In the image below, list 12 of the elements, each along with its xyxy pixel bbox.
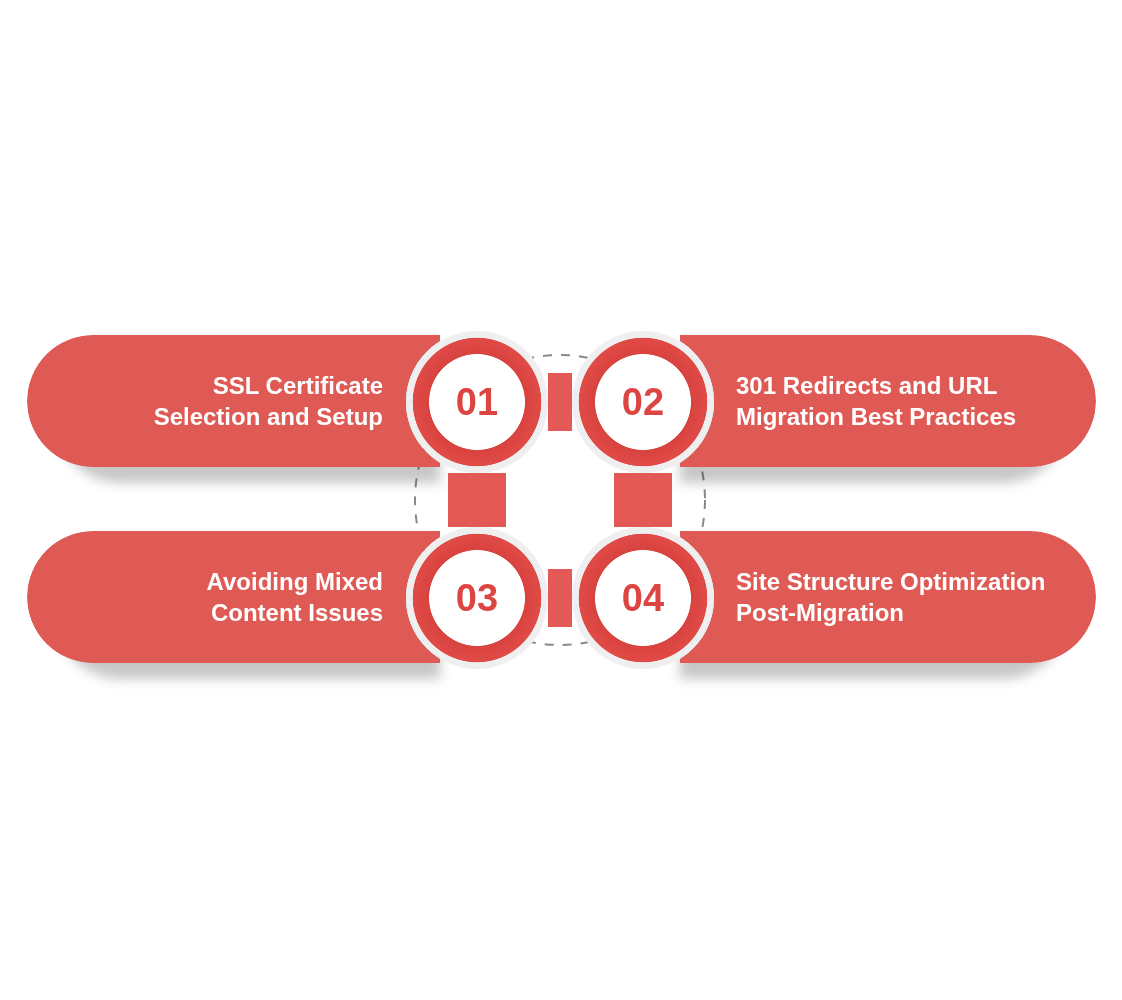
connector-bar: [548, 373, 572, 431]
step-number: 02: [621, 381, 665, 423]
connector-bar: [614, 473, 672, 527]
connector-bar: [448, 473, 506, 527]
step-number: 04: [621, 577, 665, 619]
step-title: Site Structure Optimization Post-Migration: [736, 567, 1047, 628]
step-title: 301 Redirects and URL Migration Best Practices: [736, 371, 1018, 432]
step-number: 01: [455, 381, 499, 423]
step-number: 03: [455, 577, 499, 619]
step-title: SSL Certificate Selection and Setup: [152, 371, 383, 432]
step-title: Avoiding Mixed Content Issues: [205, 567, 383, 628]
connector-bar: [548, 569, 572, 627]
